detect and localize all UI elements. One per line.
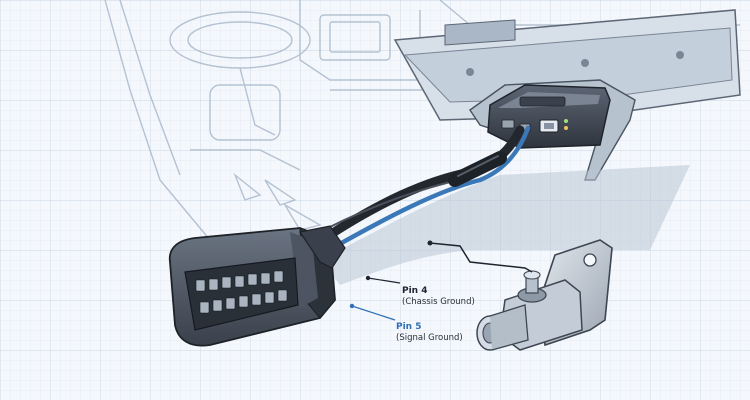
cable-harness xyxy=(304,125,531,261)
floor-shadow xyxy=(320,165,690,285)
ground-wire xyxy=(429,242,533,273)
dash-panel xyxy=(393,9,741,121)
pin4-leader-dot xyxy=(365,275,371,281)
pin4-description: (Chassis Ground) xyxy=(402,297,475,307)
pin5-description: (Signal Ground) xyxy=(396,333,463,343)
ground-terminal-icon xyxy=(476,239,613,351)
obd2-connector-icon xyxy=(168,225,346,347)
pin5-label: Pin 5 xyxy=(396,322,421,332)
ground-wire-node xyxy=(427,240,433,246)
pin5-leader-dot xyxy=(349,303,355,309)
pin4-leader xyxy=(367,277,401,284)
pin4-label: Pin 4 xyxy=(402,286,427,296)
pin5-leader xyxy=(351,305,396,321)
